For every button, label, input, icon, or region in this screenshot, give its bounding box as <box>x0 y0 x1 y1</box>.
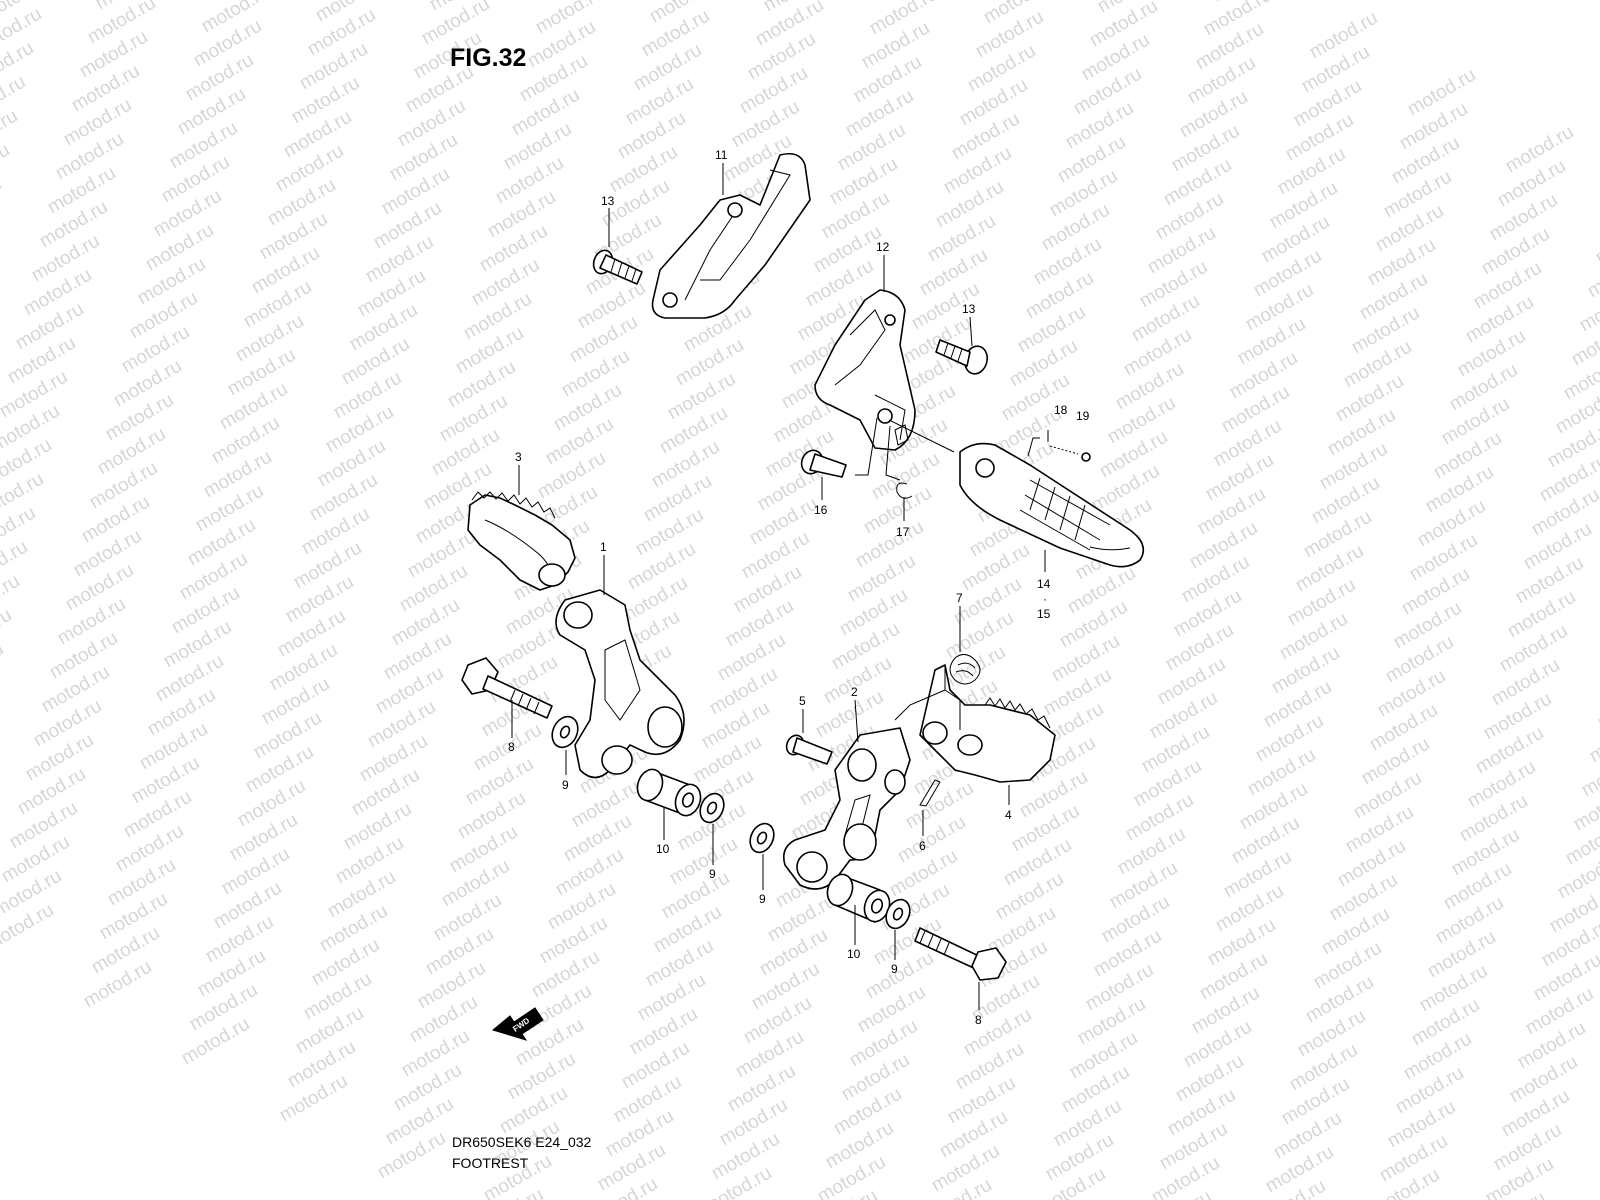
callout-separator-dot: · <box>1043 592 1047 606</box>
callout-13: 13 <box>601 194 615 208</box>
spring-7 <box>949 654 981 685</box>
callout-9: 9 <box>709 867 716 881</box>
washer-9-right-lower <box>885 898 911 930</box>
bushing-10-left <box>636 768 702 817</box>
callout-8: 8 <box>975 1013 982 1027</box>
callout-17: 17 <box>896 525 910 539</box>
bracket-2-right <box>782 665 946 890</box>
bolt-13-right <box>935 339 989 375</box>
callout-16: 16 <box>814 503 828 517</box>
washer-9-left-2 <box>699 792 725 824</box>
figure-title: FIG.32 <box>450 44 527 72</box>
cotter-pin-6 <box>919 779 941 807</box>
bolt-13-upper <box>592 249 643 285</box>
callout-13: 13 <box>962 302 976 316</box>
callout-9: 9 <box>891 962 898 976</box>
callout-10: 10 <box>656 842 670 856</box>
bolt-8-left <box>461 657 553 719</box>
callout-5: 5 <box>799 694 806 708</box>
callout-9: 9 <box>562 778 569 792</box>
leader-lines <box>511 163 1046 1010</box>
washer-9-left <box>551 715 579 749</box>
callout-14: 14 <box>1037 577 1051 591</box>
washer-9-right-upper <box>749 822 775 854</box>
callout-6: 6 <box>919 839 926 853</box>
callout-11: 11 <box>715 148 728 162</box>
callout-8: 8 <box>508 740 515 754</box>
bracket-1-left <box>555 589 685 779</box>
figure-caption: FOOTREST <box>452 1155 529 1171</box>
passenger-bracket <box>814 289 916 451</box>
footpeg-4-right <box>919 664 1056 783</box>
callout-9: 9 <box>759 892 766 906</box>
callout-18: 18 <box>1054 403 1068 417</box>
callout-7: 7 <box>956 591 963 605</box>
heel-guard-plate <box>651 152 811 319</box>
callout-15: 15 <box>1037 607 1051 621</box>
passenger-footrest-14-15 <box>959 442 1145 568</box>
bushing-10-right <box>826 873 891 923</box>
spring-18 <box>1049 445 1079 455</box>
model-code: DR650SEK6 E24_032 <box>452 1134 592 1150</box>
fwd-arrow-icon: FWD <box>491 1007 544 1041</box>
callout-19: 19 <box>1076 409 1090 423</box>
callout-1: 1 <box>600 540 607 554</box>
footpeg-3-left <box>467 491 576 591</box>
bolt-8-right <box>914 927 1007 981</box>
ball-19 <box>1081 452 1091 462</box>
callout-labels: 11 13 12 13 18 19 3 16 17 1 14 · 15 7 8 … <box>508 148 1090 1027</box>
pin-16 <box>800 449 847 478</box>
callout-2: 2 <box>851 685 858 699</box>
callout-4: 4 <box>1005 808 1012 822</box>
leader-18-bracket <box>1027 430 1049 457</box>
pin-5 <box>785 734 833 765</box>
clip-17 <box>896 482 913 499</box>
callout-12: 12 <box>876 240 890 254</box>
callout-3: 3 <box>515 450 522 464</box>
callout-10: 10 <box>847 947 861 961</box>
